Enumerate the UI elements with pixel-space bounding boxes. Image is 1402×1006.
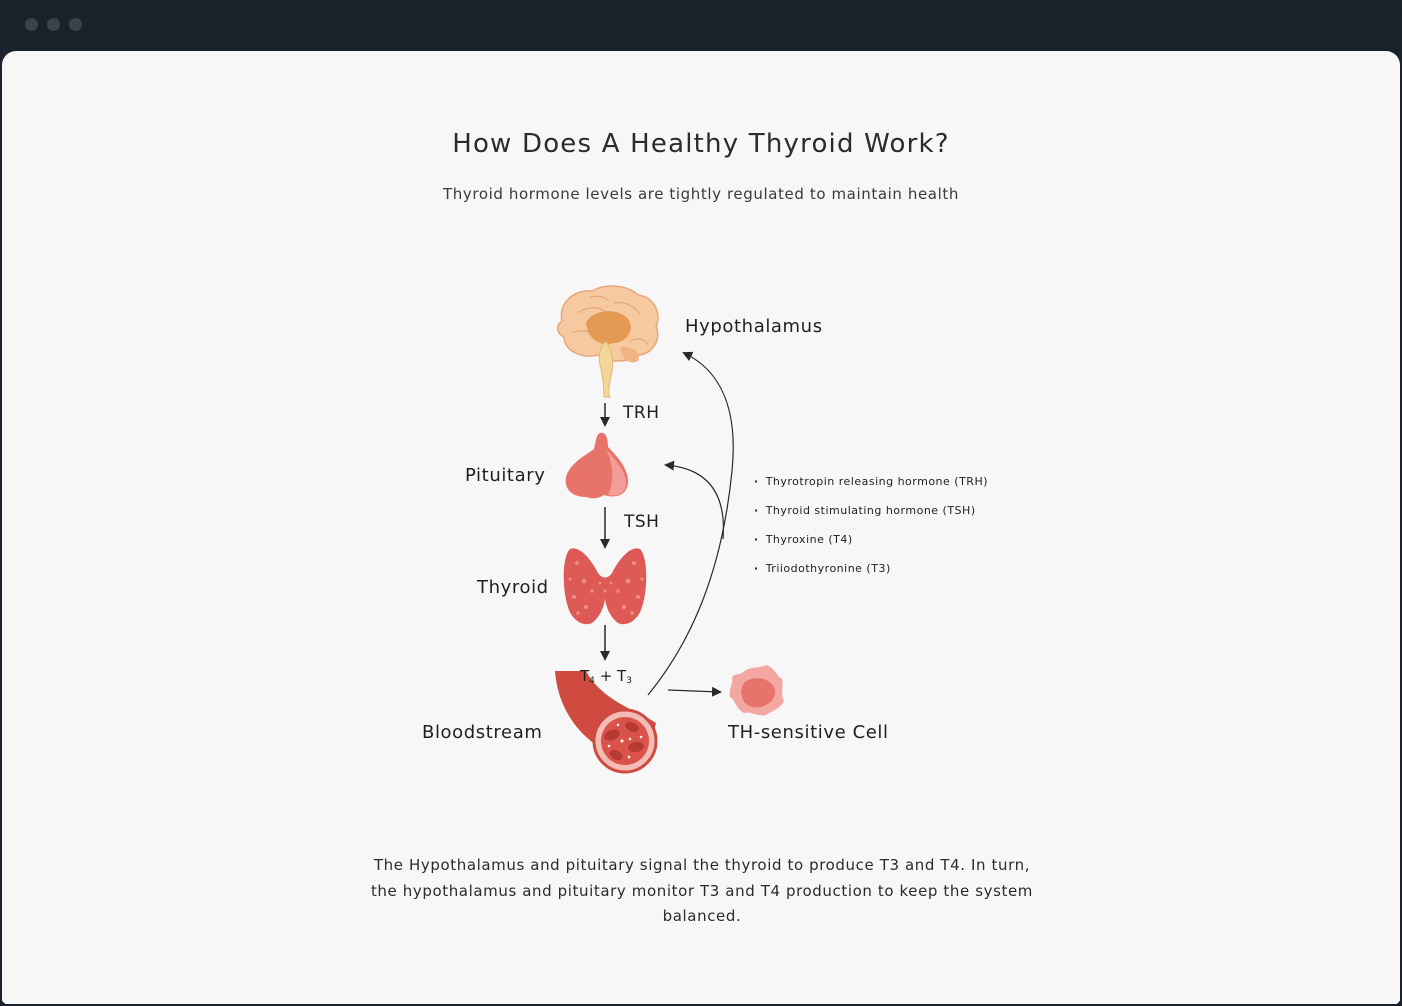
thyroid-icon — [563, 548, 647, 625]
t3-subscript: 3 — [626, 676, 632, 686]
tsh-label: TSH — [624, 512, 660, 532]
feedback-arrow-hypothalamus — [647, 351, 734, 696]
t3-letter: T — [617, 667, 627, 685]
t4-letter: T — [580, 667, 590, 685]
legend-item: Thyrotropin releasing hormone (TRH) — [754, 472, 988, 501]
close-dot[interactable] — [25, 18, 38, 31]
pituitary-icon — [565, 432, 628, 499]
hypothalamus-label: Hypothalamus — [685, 316, 823, 337]
footer-text: The Hypothalamus and pituitary signal th… — [370, 856, 1034, 925]
page-subtitle: Thyroid hormone levels are tightly regul… — [443, 185, 959, 203]
pituitary-label: Pituitary — [465, 465, 546, 486]
page-title: How Does A Healthy Thyroid Work? — [452, 129, 950, 159]
feedback-arrow-pituitary — [664, 460, 725, 540]
brain-icon — [557, 285, 659, 398]
thyroid-diagram — [555, 285, 784, 774]
bloodstream-label: Bloodstream — [422, 722, 543, 743]
page-content: How Does A Healthy Thyroid Work? Thyroid… — [2, 51, 1400, 1004]
cell-arrow — [667, 686, 722, 697]
window-titlebar — [0, 0, 1402, 51]
cell-icon — [729, 665, 784, 716]
minimize-dot[interactable] — [47, 18, 60, 31]
thyroid-label: Thyroid — [477, 577, 549, 598]
t4-t3-label: T4 + T3 — [580, 667, 632, 686]
hormone-legend: Thyrotropin releasing hormone (TRH) Thyr… — [754, 472, 988, 588]
trh-label: TRH — [623, 403, 660, 423]
legend-item: Triiodothyronine (T3) — [754, 559, 988, 588]
legend-item: Thyroid stimulating hormone (TSH) — [754, 501, 988, 530]
blood-vessel-icon — [555, 671, 658, 774]
cell-label: TH-sensitive Cell — [728, 722, 889, 743]
maximize-dot[interactable] — [69, 18, 82, 31]
legend-item: Thyroxine (T4) — [754, 530, 988, 559]
t4-subscript: 4 — [589, 676, 595, 686]
plus-sign: + — [599, 667, 613, 685]
